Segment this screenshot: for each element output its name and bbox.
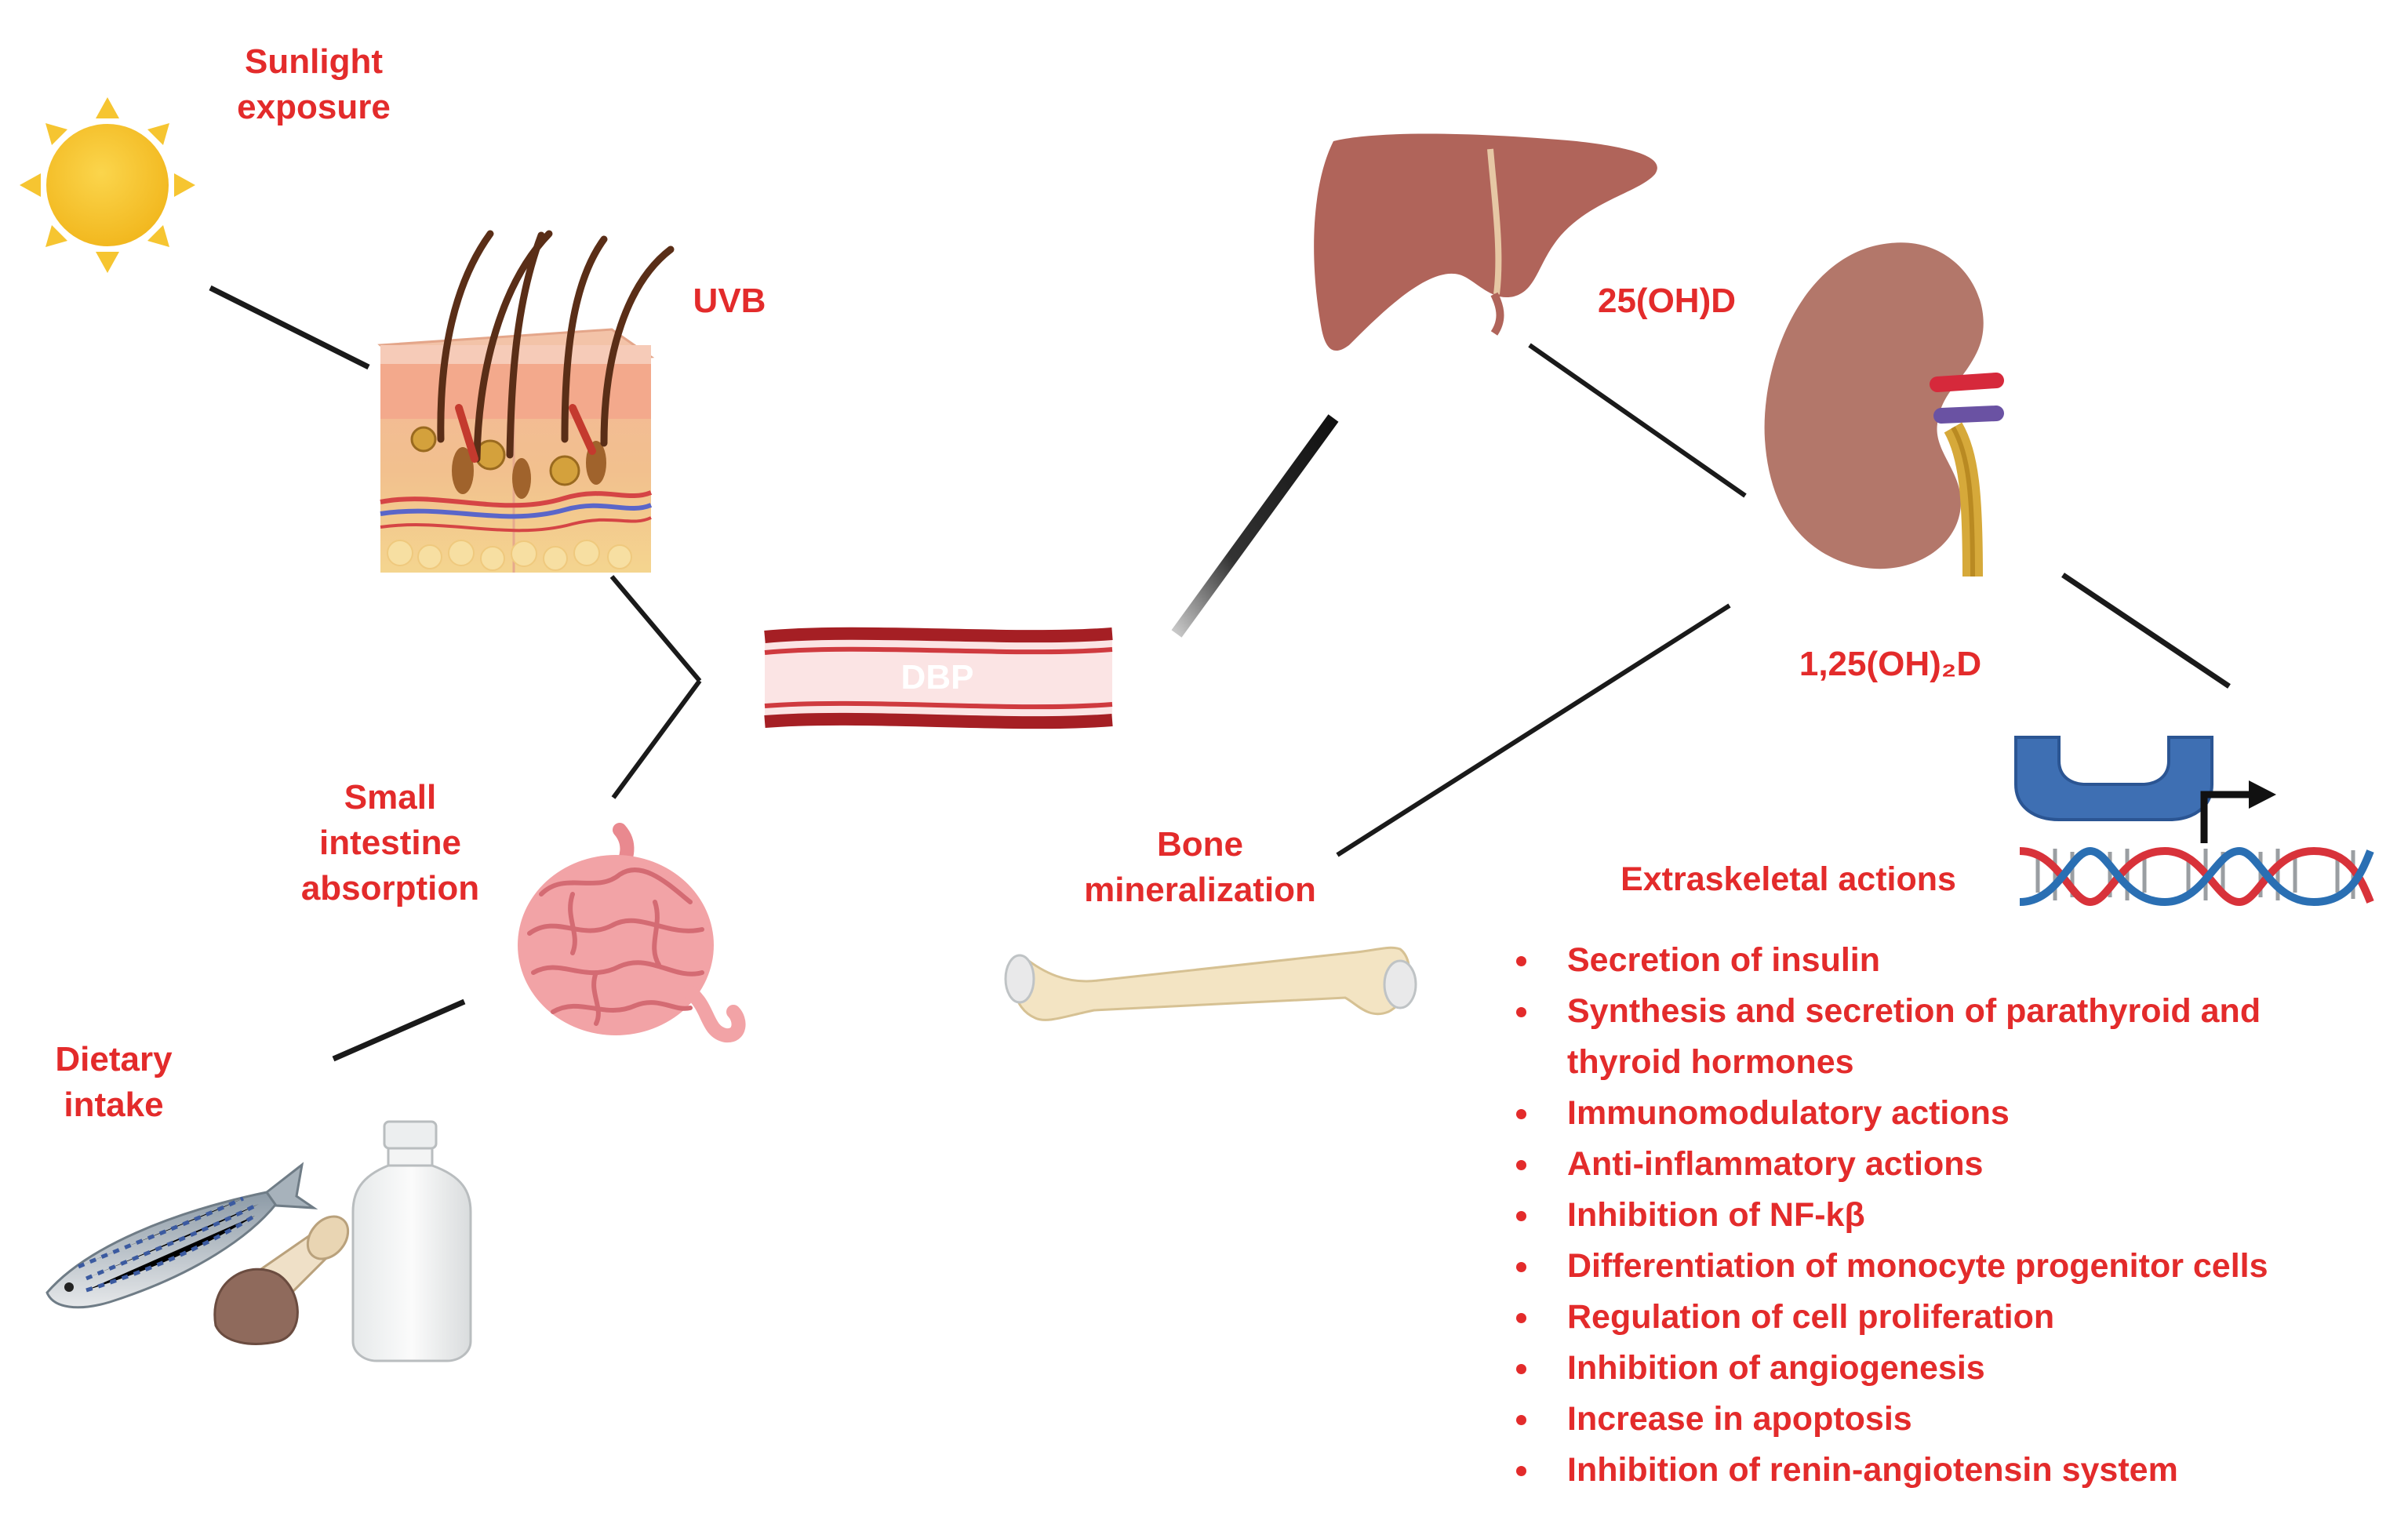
action-item: Inhibition of angiogenesis: [1514, 1343, 2268, 1394]
bone-mineralization-label: Bone mineralization: [1043, 822, 1357, 913]
small-intestine-label-line2: intestine: [319, 824, 461, 862]
action-item: Secretion of insulin: [1514, 935, 2268, 986]
metabolite-125oh2d-label: 1,25(OH)₂D: [1799, 645, 1982, 683]
milk-bottle-icon: [351, 1120, 472, 1362]
action-item: Inhibition of NF-kβ: [1514, 1190, 2268, 1241]
dietary-label-line1: Dietary: [55, 1040, 173, 1078]
vdr-label: VDR: [2076, 743, 2144, 777]
action-item: Increase in apoptosis: [1514, 1394, 2268, 1445]
action-item: Inhibition of renin-angiotensin system: [1514, 1445, 2268, 1496]
dietary-label-line2: intake: [64, 1086, 164, 1124]
action-item: Synthesis and secretion of parathyroid a…: [1514, 986, 2268, 1037]
dbp-label: DBP: [900, 658, 974, 697]
blood-vessel-icon: [764, 627, 1113, 729]
small-intestine-icon: [518, 823, 746, 1042]
dna-helix-icon: [2019, 846, 2374, 907]
sunlight-exposure-label: Sunlight exposure: [220, 39, 408, 130]
skin-section-icon: [377, 230, 675, 573]
uvb-label: UVB: [693, 282, 766, 320]
vdr-receptor-icon: [2014, 736, 2213, 821]
action-item: Differentiation of monocyte progenitor c…: [1514, 1241, 2268, 1292]
extraskeletal-actions-title: Extraskeletal actions: [1620, 860, 1956, 898]
dietary-intake-label: Dietary intake: [35, 1037, 192, 1128]
metabolite-25ohd-label: 25(OH)D: [1597, 282, 1737, 320]
extraskeletal-actions-list: Secretion of insulin Synthesis and secre…: [1514, 935, 2268, 1496]
transcription-arrow-icon: [2200, 780, 2276, 843]
bone-label-line1: Bone: [1157, 825, 1243, 864]
mushroom-icon: [213, 1215, 350, 1345]
sun-icon: [20, 97, 195, 273]
sunlight-label-line1: Sunlight: [245, 42, 383, 81]
connector-diet-to-intestine: [332, 998, 466, 1062]
small-intestine-label-line1: Small: [344, 778, 437, 817]
liver-icon: [1314, 133, 1657, 351]
connector-kidney-to-bone: [1336, 603, 1731, 857]
connector-skin-to-junction: [609, 575, 702, 682]
action-item: Anti-inflammatory actions: [1514, 1139, 2268, 1190]
connector-liver-to-kidney: [1528, 343, 1747, 498]
bone-icon: [1004, 946, 1417, 1021]
connector-vessel-to-liver: [1171, 414, 1339, 638]
small-intestine-absorption-label: Small intestine absorption: [282, 775, 498, 911]
sunlight-label-line2: exposure: [237, 88, 391, 126]
kidney-icon: [1764, 242, 2004, 577]
action-item: Regulation of cell proliferation: [1514, 1292, 2268, 1343]
connector-kidney-to-vdr: [2061, 573, 2231, 689]
connector-sun-to-skin: [209, 285, 370, 370]
action-item-continuation: thyroid hormones: [1567, 1043, 1854, 1081]
connector-intestine-to-junction: [611, 679, 702, 799]
bone-label-line2: mineralization: [1084, 871, 1316, 909]
small-intestine-label-line3: absorption: [300, 869, 480, 907]
action-item: Immunomodulatory actions: [1514, 1088, 2268, 1139]
fish-icon: [45, 1162, 318, 1309]
connector-lines: [209, 285, 2231, 1062]
